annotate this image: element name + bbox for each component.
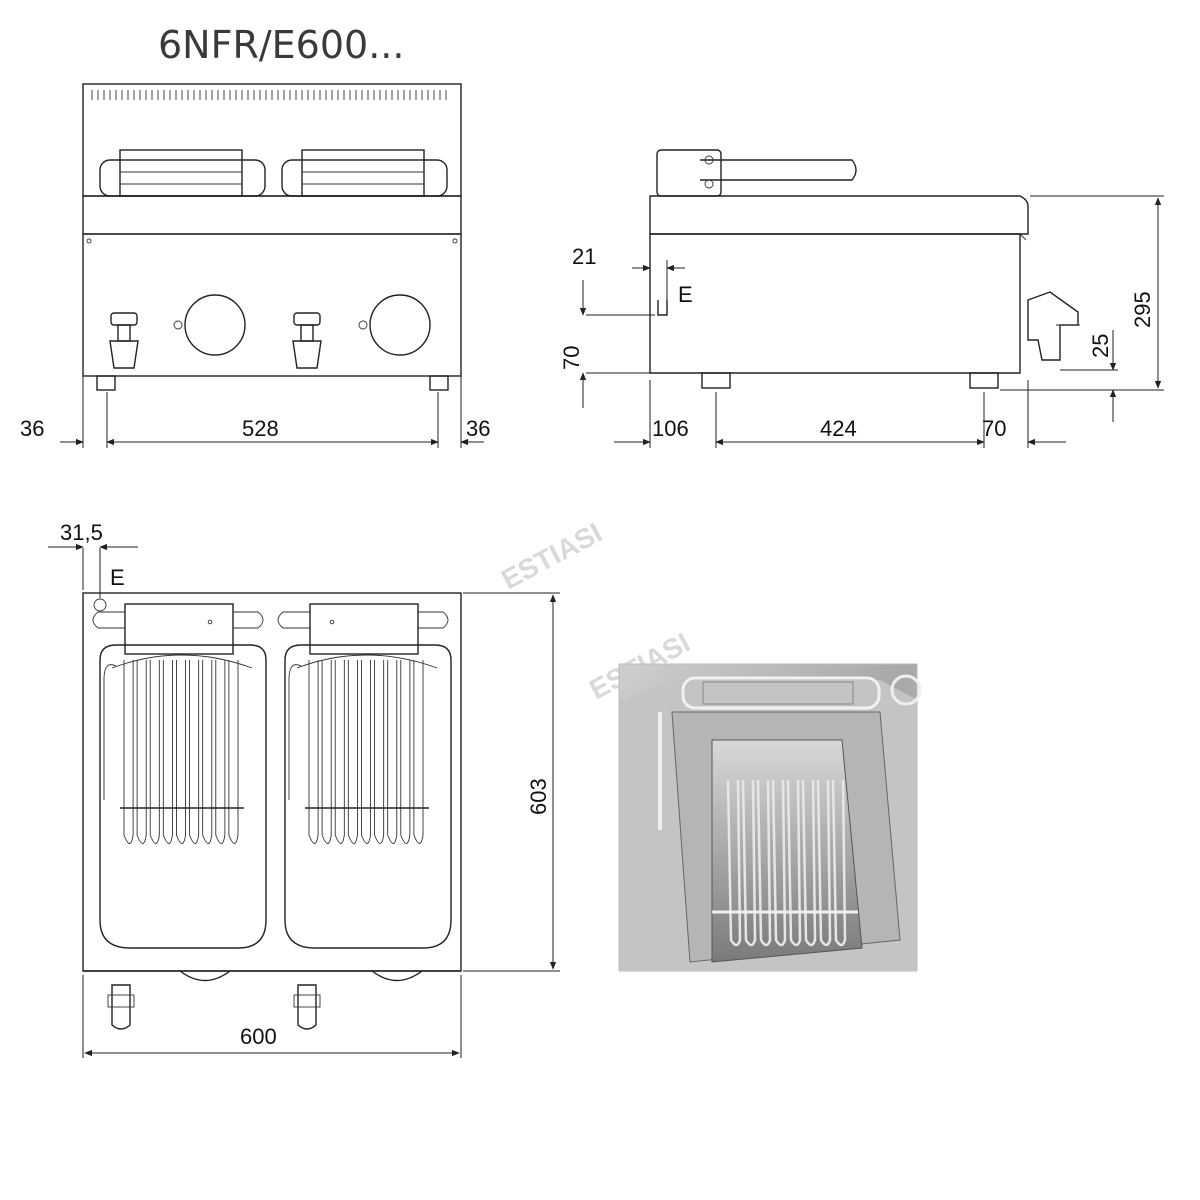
pilot-light-left [173, 320, 183, 330]
top-width-label: 600 [240, 1024, 277, 1049]
front-width-label: 528 [242, 416, 279, 441]
top-corner-offset-label: 31,5 [60, 520, 103, 545]
side-view: E 21 70 106 424 70 295 25 [559, 149, 1164, 448]
model-title: 6NFR/E600... [158, 23, 404, 67]
front-view: 528 36 36 [20, 83, 490, 448]
side-marker-letter: E [678, 282, 693, 307]
watermark-top: ESTIASI [496, 517, 607, 596]
top-view: 31,5 E 603 600 [48, 520, 560, 1058]
drain-tap-right [292, 312, 322, 369]
side-feet-spacing-label: 424 [820, 416, 857, 441]
heating-element-right [288, 654, 438, 844]
photo-heating-rods [726, 779, 847, 947]
side-leg-height-label: 70 [559, 346, 584, 370]
top-marker-letter: E [110, 565, 125, 590]
side-rear-offset-label: 70 [982, 416, 1006, 441]
front-left-offset-label: 36 [20, 416, 44, 441]
well-right [277, 603, 452, 949]
fryer-photo [618, 663, 922, 972]
top-drain-tap-right [293, 984, 321, 1030]
basket-left [99, 149, 266, 197]
vent-slots [91, 90, 447, 100]
top-drain-tap-left [107, 984, 135, 1030]
front-right-offset-label: 36 [466, 416, 490, 441]
control-knob-left [184, 294, 246, 356]
pilot-light-right [358, 320, 368, 330]
side-tap-height-label: 25 [1088, 334, 1113, 358]
side-top-gap-label: 21 [572, 244, 596, 269]
well-left [92, 603, 267, 949]
control-knob-right [369, 294, 431, 356]
drain-tap-left [109, 312, 139, 369]
side-total-height-label: 295 [1130, 291, 1155, 328]
side-drain-tap [1027, 291, 1080, 361]
side-front-offset-label: 106 [652, 416, 689, 441]
basket-right [281, 149, 448, 197]
heating-element-left [103, 654, 253, 844]
top-depth-label: 603 [526, 778, 551, 815]
